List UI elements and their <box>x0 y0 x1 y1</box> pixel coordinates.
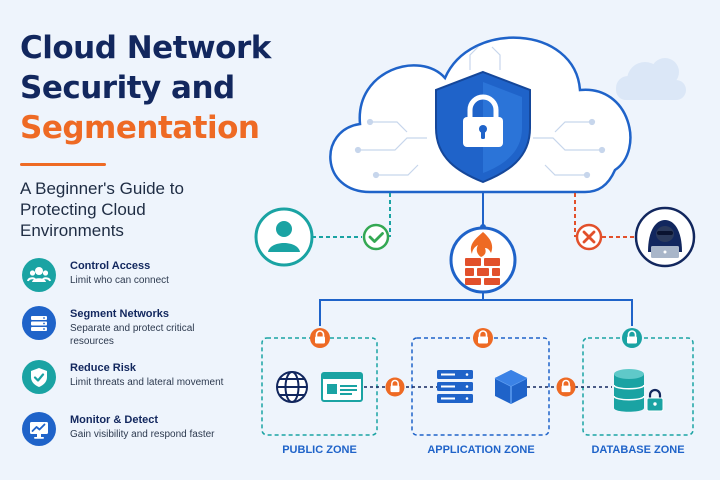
feature-desc: Gain visibility and respond faster <box>70 429 215 440</box>
page-title: Cloud Network Security and Segmentation <box>20 28 340 148</box>
hacker-icon <box>634 206 696 268</box>
feature-title: Reduce Risk <box>70 362 137 374</box>
users-icon <box>22 258 56 292</box>
feature-title: Monitor & Detect <box>70 414 158 426</box>
title-line-1: Cloud Network <box>20 30 271 66</box>
lock-badge-icon <box>385 377 405 397</box>
feature-reduce-risk: Reduce Risk Limit threats and lateral mo… <box>22 360 242 400</box>
feature-desc: Limit threats and lateral movement <box>70 377 224 388</box>
firewall-icon <box>449 226 517 294</box>
title-underline <box>20 163 106 166</box>
server-stack-icon <box>22 306 56 340</box>
user-avatar-icon <box>254 207 314 267</box>
page-subtitle: A Beginner's Guide to Protecting Cloud E… <box>20 179 184 240</box>
feature-monitor-detect: Monitor & Detect Gain visibility and res… <box>22 412 242 452</box>
database-icon <box>613 369 645 412</box>
feature-control-access: Control Access Limit who can connect <box>22 258 242 298</box>
browser-window-icon <box>321 372 363 402</box>
database-zone-label: DATABASE ZONE <box>591 444 685 456</box>
lock-badge-icon <box>556 377 576 397</box>
feature-title: Segment Networks <box>70 308 170 320</box>
background-cloud-icon <box>616 58 686 100</box>
padlock-icon <box>646 388 664 412</box>
globe-icon <box>276 371 308 403</box>
denied-icon <box>575 223 603 251</box>
monitor-chart-icon <box>22 412 56 446</box>
application-zone-label: APPLICATION ZONE <box>427 444 535 456</box>
feature-desc: Limit who can connect <box>70 275 169 286</box>
cube-icon <box>494 370 528 404</box>
server-rack-icon <box>437 370 473 403</box>
check-icon <box>362 223 390 251</box>
feature-desc: Separate and protect critical resources <box>70 323 195 347</box>
shield-check-icon <box>22 360 56 394</box>
title-line-3: Segmentation <box>20 110 260 146</box>
lock-badge-icon <box>473 328 493 348</box>
shield-lock-icon <box>435 70 531 184</box>
title-line-2: Security and <box>20 70 235 106</box>
feature-segment-networks: Segment Networks Separate and protect cr… <box>22 306 242 347</box>
feature-title: Control Access <box>70 260 151 272</box>
public-zone-label: PUBLIC ZONE <box>282 444 357 456</box>
lock-badge-icon <box>310 328 330 348</box>
lock-badge-icon <box>622 328 642 348</box>
